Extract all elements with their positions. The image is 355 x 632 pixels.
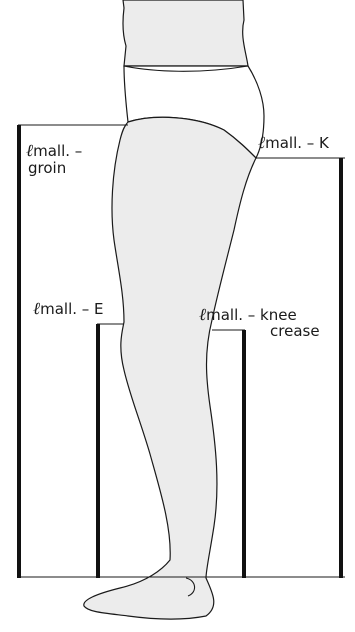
- bar-mall-e: [96, 324, 100, 578]
- label-mall-e: ℓmall. – E: [33, 299, 104, 319]
- leg-silhouette: [84, 117, 256, 619]
- label-mall-k: ℓmall. – K: [258, 133, 330, 153]
- ell-glyph: ℓ: [199, 305, 206, 325]
- torso-upper: [123, 0, 248, 66]
- bar-mall-k: [339, 158, 343, 578]
- bar-mall-knee: [242, 330, 246, 578]
- ell-glyph: ℓ: [26, 141, 33, 161]
- label-mall-groin: ℓmall. – groin: [26, 141, 87, 177]
- ell-glyph: ℓ: [33, 299, 40, 319]
- label-mall-knee: ℓmall. – knee crease: [199, 305, 320, 340]
- ell-glyph: ℓ: [258, 133, 265, 153]
- bar-mall-groin: [17, 125, 21, 578]
